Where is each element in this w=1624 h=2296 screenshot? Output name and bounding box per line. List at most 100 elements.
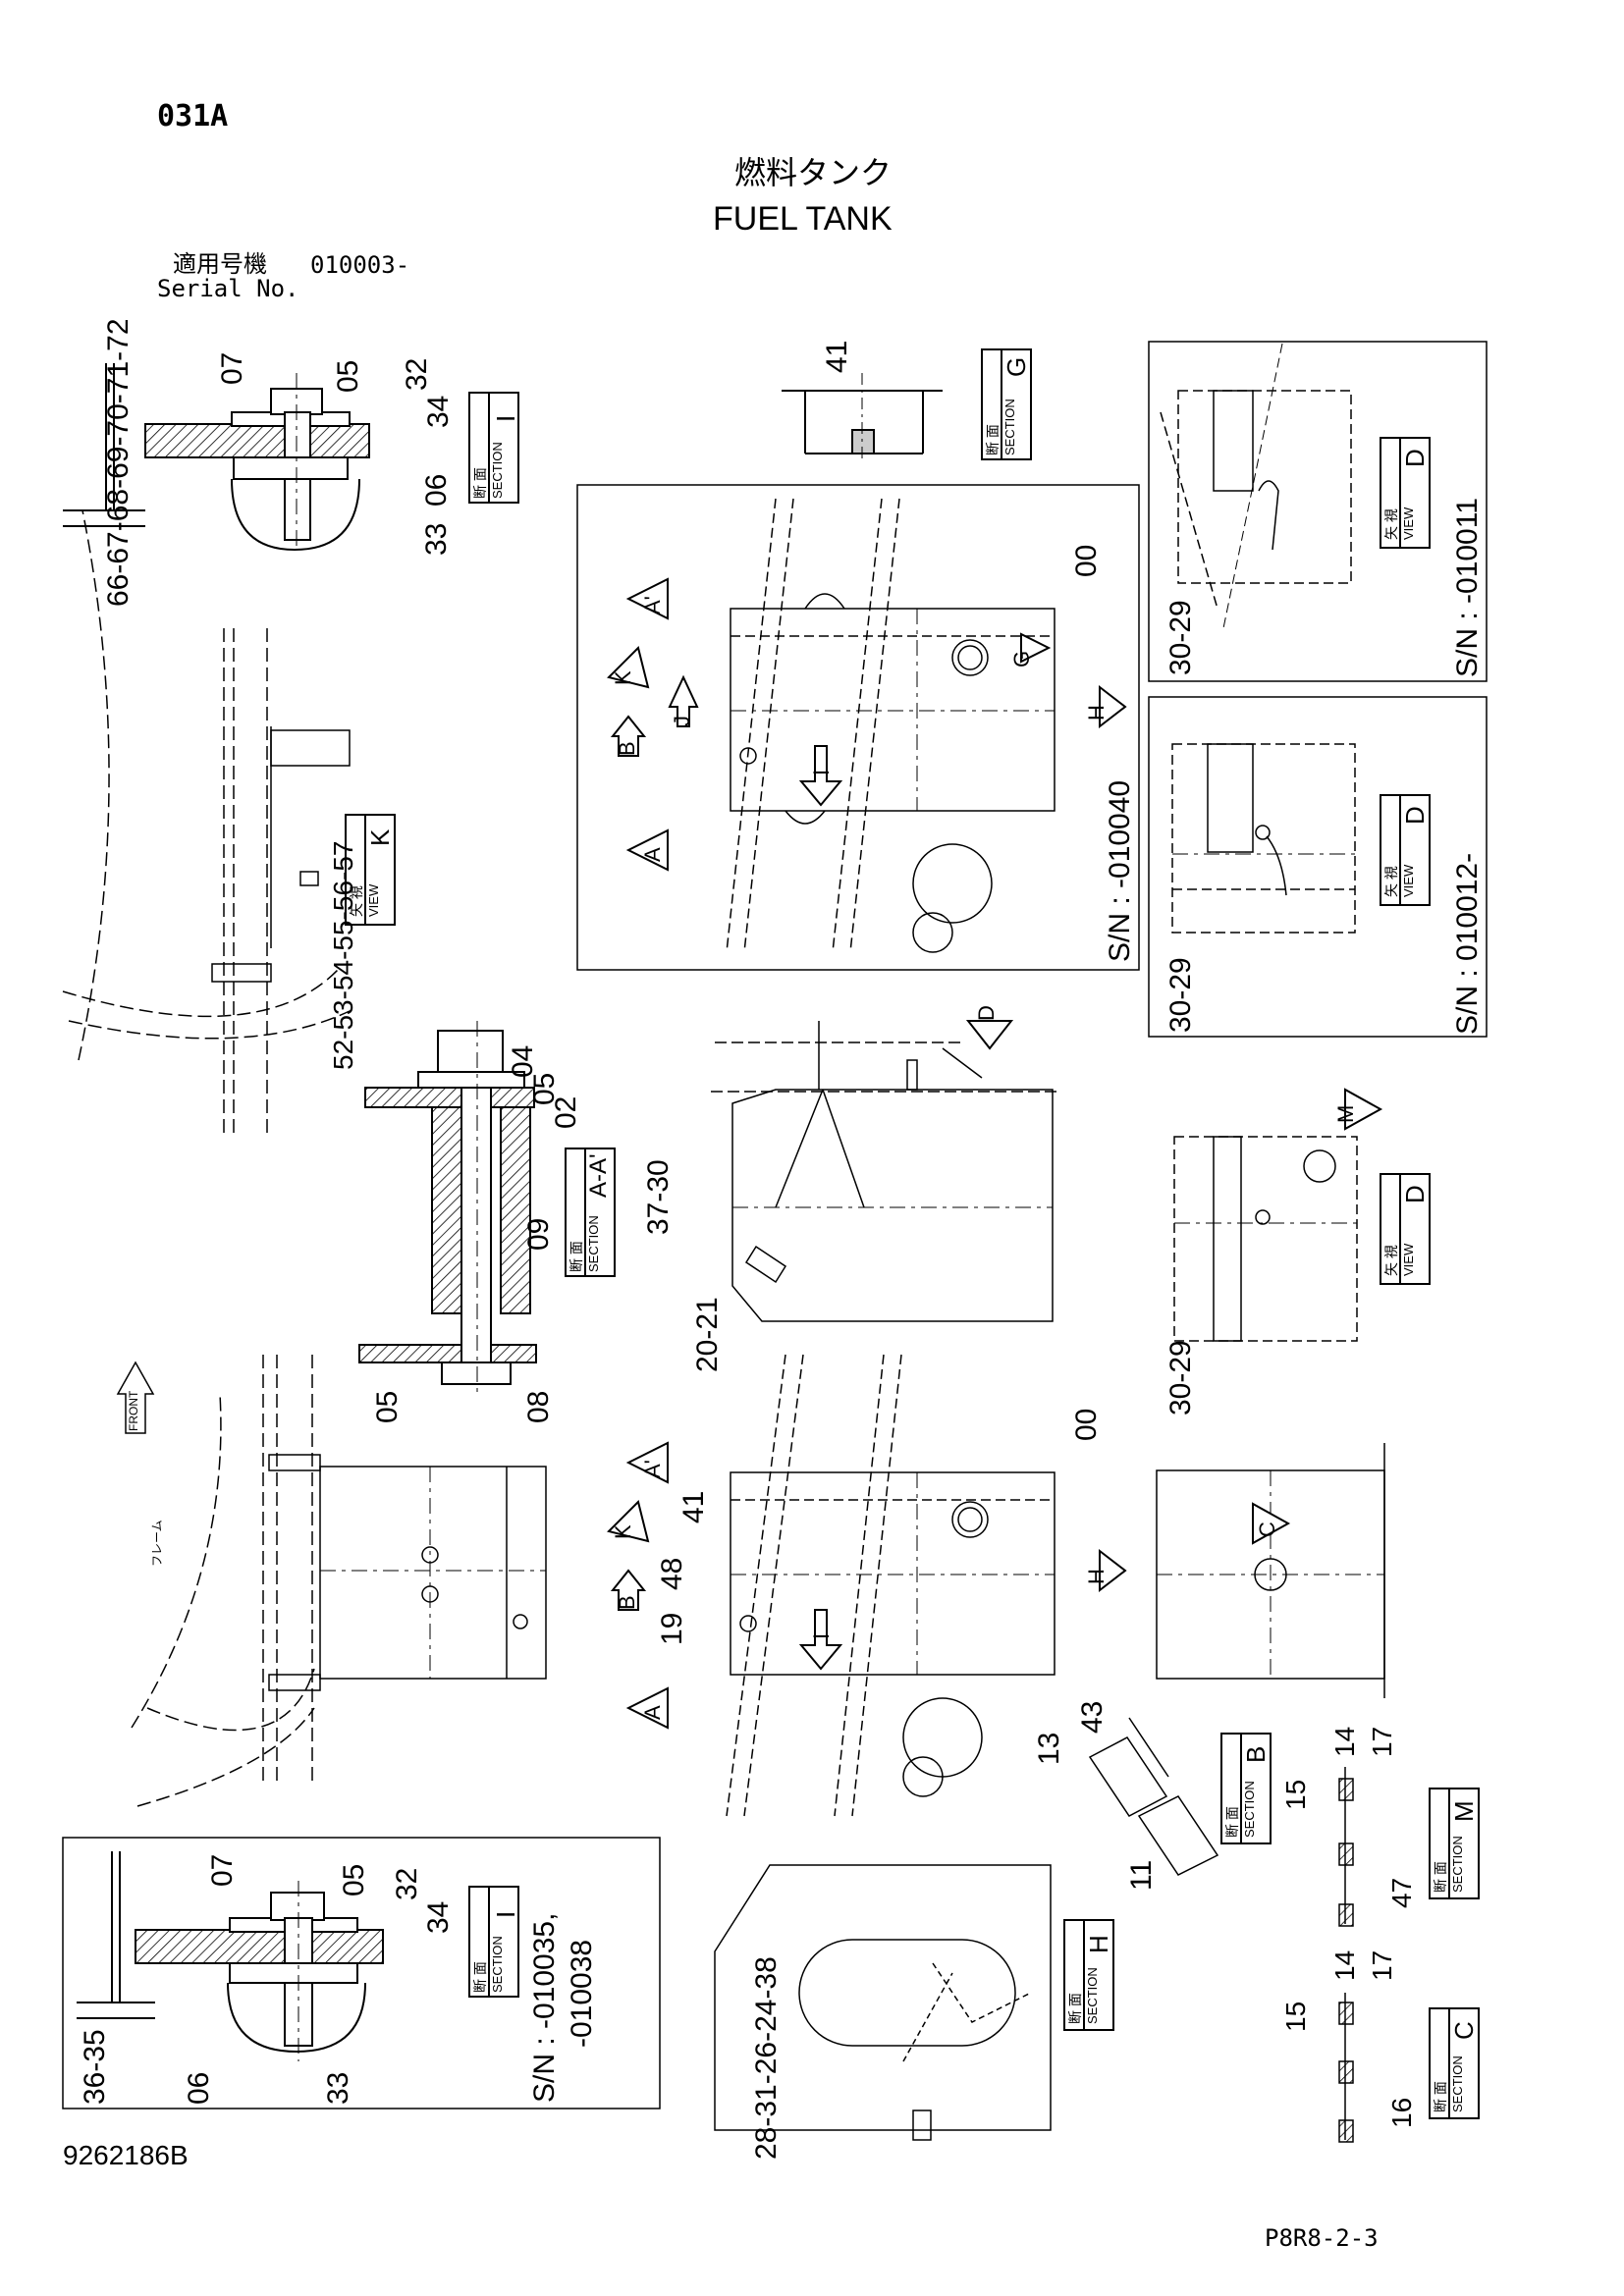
part-05-sec-i-lower: 05 xyxy=(338,1863,370,1896)
serial-value: 010003- xyxy=(310,251,410,279)
section-g-drawing xyxy=(782,373,943,461)
part-41-sec-g: 41 xyxy=(821,340,853,373)
arrow-d-side xyxy=(965,1020,1014,1050)
arrow-m xyxy=(1344,1088,1383,1131)
section-c-letter: C xyxy=(1449,2021,1479,2040)
view-boxes xyxy=(345,437,1431,1285)
section-aa-letter: A-A' xyxy=(585,1153,612,1198)
view-d-mid-label-view: VIEW xyxy=(1401,864,1416,897)
section-aa-drawing xyxy=(358,1021,537,1394)
section-b-label-danmen: 断 面 xyxy=(1224,1806,1240,1838)
section-b-drawing xyxy=(1088,1717,1219,1876)
arrow-b-lower xyxy=(610,1569,647,1611)
main-view-frame xyxy=(576,484,1140,971)
part-17-sec-m: 17 xyxy=(1367,1726,1397,1757)
section-i-lower-label-danmen: 断 面 xyxy=(472,1961,488,1993)
part-13-sec-b: 13 xyxy=(1033,1732,1065,1765)
title-japanese: 燃料タンク xyxy=(734,155,893,190)
arrow-j xyxy=(668,674,699,727)
view-d-top-label-view: VIEW xyxy=(1401,507,1416,540)
arrow-k-lower xyxy=(607,1500,650,1543)
arrow-label-k-top: K xyxy=(611,670,635,685)
side-parts-37-30: 37-30 xyxy=(642,1159,675,1235)
part-05b-aa: 05 xyxy=(371,1390,404,1423)
front-direction-arrow xyxy=(116,1361,155,1434)
section-h-part-list: 28-31-26-24-38 xyxy=(750,1956,783,2160)
view-d-mid-parts: 30-29 xyxy=(1164,957,1197,1033)
serial-label-en: Serial No. xyxy=(157,275,299,302)
view-d-bottom-parts: 30-29 xyxy=(1164,1340,1197,1415)
arrow-label-i-lower: I xyxy=(809,1632,834,1639)
section-g-label-section: SECTION xyxy=(1002,399,1017,455)
section-m-label-section: SECTION xyxy=(1450,1836,1465,1893)
part-02-aa: 02 xyxy=(550,1095,582,1129)
view-d-top-drawing xyxy=(1160,343,1352,629)
part-16-sec-c: 16 xyxy=(1386,2097,1417,2128)
part-list-66-72: 66-67-68-69-70-71-72 xyxy=(102,318,135,607)
main-view-drawing xyxy=(726,498,1056,953)
arrow-c xyxy=(1252,1502,1291,1545)
section-i-lower-frame xyxy=(62,1837,661,2109)
arrow-label-b-lower: B xyxy=(615,1595,639,1610)
arrow-g-main xyxy=(1020,632,1052,664)
arrow-label-m: M xyxy=(1333,1104,1358,1123)
section-c-label-danmen: 断 面 xyxy=(1433,2081,1448,2112)
part-14-sec-m: 14 xyxy=(1329,1726,1360,1757)
view-d-mid-letter: D xyxy=(1400,806,1430,825)
part-05-sec-i-top: 05 xyxy=(332,359,364,393)
arrow-label-h-lower: H xyxy=(1084,1569,1109,1584)
part-14-sec-c: 14 xyxy=(1329,1949,1360,1981)
part-11-sec-b: 11 xyxy=(1125,1859,1158,1891)
arrow-b-top xyxy=(610,715,647,757)
view-d-mid-drawing xyxy=(1171,743,1356,934)
part-33-sec-i-top: 33 xyxy=(420,522,453,556)
section-b-box xyxy=(1220,1733,1272,1844)
view-d-bottom-label-yashi: 矢 視 xyxy=(1383,1245,1399,1276)
section-c-label-section: SECTION xyxy=(1450,2056,1465,2112)
page-code: 031A xyxy=(157,99,229,133)
frame-note: フレーム xyxy=(150,1520,164,1567)
view-d-mid-frame xyxy=(1148,696,1488,1038)
part-34-sec-i-lower: 34 xyxy=(422,1900,455,1934)
arrow-label-c: C xyxy=(1255,1522,1279,1537)
part-06-sec-i-top: 06 xyxy=(420,473,453,507)
part-17-sec-c: 17 xyxy=(1367,1949,1397,1981)
section-h-label-section: SECTION xyxy=(1085,1967,1100,2024)
section-i-top-letter: I xyxy=(491,414,520,422)
section-i-top-label-section: SECTION xyxy=(490,442,505,499)
section-g-letter: G xyxy=(1001,356,1031,377)
view-k-drawing xyxy=(62,509,351,1139)
arrow-i-lower xyxy=(798,1609,843,1671)
section-c-drawing xyxy=(1338,1993,1354,2143)
section-i-lower-serial-1: S/N : -010035, xyxy=(528,1912,561,2103)
part-06-sec-i-lower: 06 xyxy=(183,2071,215,2105)
view-d-mid-serial: S/N : 010012- xyxy=(1451,852,1484,1035)
part-07-sec-i-lower: 07 xyxy=(206,1853,239,1887)
section-aa-box xyxy=(565,1148,616,1277)
section-i-lower-serial-2: -010038 xyxy=(566,1939,598,2048)
section-i-top-label-danmen: 断 面 xyxy=(472,467,488,499)
part-32-sec-i-top: 32 xyxy=(401,357,433,391)
part-34-sec-i-top: 34 xyxy=(422,395,455,428)
arrow-label-j: J xyxy=(670,716,694,726)
section-g-box xyxy=(981,348,1032,460)
view-d-mid-label-yashi: 矢 視 xyxy=(1383,866,1399,897)
arrow-label-a-prime-lower: A' xyxy=(640,1460,665,1478)
section-i-top-drawing xyxy=(63,363,370,552)
section-i-top-box xyxy=(468,392,519,504)
direction-arrows xyxy=(607,577,1383,1730)
section-h-letter: H xyxy=(1084,1935,1113,1953)
part-00-main: 00 xyxy=(1070,544,1103,577)
section-m-drawing xyxy=(1338,1767,1354,1927)
view-d-top-parts: 30-29 xyxy=(1164,600,1197,675)
section-g-label-danmen: 断 面 xyxy=(985,424,1001,455)
section-m-box xyxy=(1429,1788,1480,1899)
part-15-sec-c: 15 xyxy=(1280,2001,1311,2032)
section-h-drawing xyxy=(714,1864,1052,2141)
part-08-aa: 08 xyxy=(522,1390,555,1423)
view-d-top-label-yashi: 矢 視 xyxy=(1383,508,1399,540)
section-aa-label-danmen: 断 面 xyxy=(568,1241,584,1272)
part-07-sec-i-top: 07 xyxy=(216,351,248,385)
section-b-label-section: SECTION xyxy=(1242,1781,1257,1838)
view-d-bottom-letter: D xyxy=(1400,1185,1430,1203)
